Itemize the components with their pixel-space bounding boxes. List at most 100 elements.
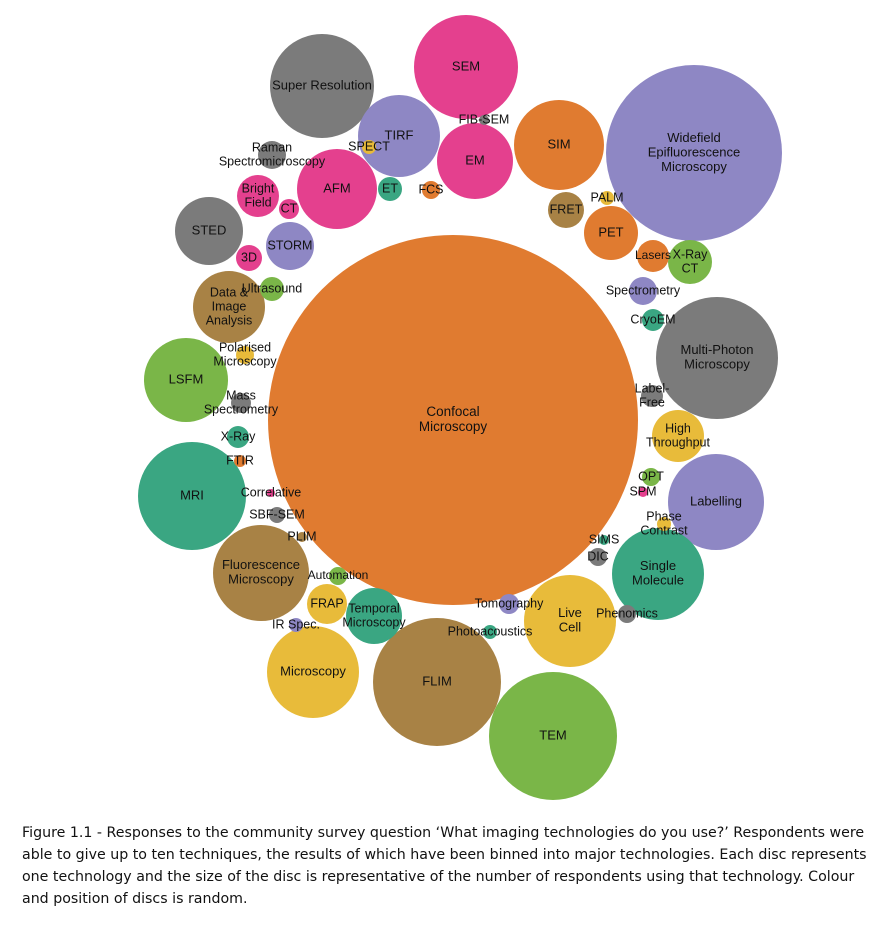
bubble-raman-spectromicroscopy [258,141,286,169]
bubble-ct [279,199,299,219]
bubble-spm [638,487,648,497]
bubble-polarised-microscopy [236,346,254,364]
bubble-label-spect: SPECT [348,139,390,153]
bubble-label-sbf-sem: SBF-SEM [249,507,305,521]
bubble-ir-spec [289,618,303,632]
bubble-label-lsfm: LSFM [169,371,204,386]
bubble-x-ray-ct [668,240,712,284]
bubble-label-flim: FLIM [422,673,452,688]
bubble-plim [297,532,307,542]
bubble-3d [236,245,262,271]
bubble-fluorescence-microscopy [213,525,309,621]
bubble-label-pet: PET [598,224,623,239]
bubble-lsfm [144,338,228,422]
bubble-confocal-microscopy [268,235,638,605]
bubble-tirf [358,95,440,177]
bubble-label-ir-spec: IR Spec. [272,617,320,631]
bubble-label-free [641,385,663,407]
bubble-label-plim: PLIM [287,529,316,543]
bubble-spect [362,140,376,154]
bubble-sbf-sem [269,507,285,523]
bubble-label-sim: SIM [547,136,570,151]
bubble-x-ray [227,426,249,448]
bubble-sem [414,15,518,119]
bubble-label-automation: Automation [308,568,369,582]
bubble-pet [584,206,638,260]
bubble-label-cryoem: CryoEM [630,312,675,326]
bubble-label-em: EM [465,152,485,167]
bubble-fret [548,192,584,228]
bubble-live-cell [524,575,616,667]
bubble-high-throughput [652,410,704,462]
bubble-label-spectrometry: Spectrometry [606,283,681,297]
bubble-frap [307,584,347,624]
bubble-temporal-microscopy [346,588,402,644]
bubble-automation [329,567,347,585]
bubble-tomography [499,594,519,614]
bubble-label-ftir: FTIR [226,453,254,467]
bubble-label-ct: CT [281,201,298,215]
bubble-label-super-resolution: Super Resolution [272,77,372,92]
bubble-label-spm: SPM [629,484,656,498]
bubble-sim [514,100,604,190]
bubble-opt [642,468,660,486]
bubble-et [378,177,402,201]
bubble-em [437,123,513,199]
bubble-label-dic: DIC [587,549,609,563]
bubble-fcs [422,181,440,199]
bubble-label-fret: FRET [550,202,583,216]
bubble-label-microscopy: Microscopy [280,663,346,678]
bubble-data-and-image-analysis [193,271,265,343]
bubble-label-labelling: Labelling [690,493,742,508]
bubble-dic [589,548,607,566]
bubble-label-sims: SIMS [589,532,620,546]
bubble-label-storm: STORM [268,238,313,252]
bubble-label-fib-sem: FIB-SEM [459,112,510,126]
bubble-flim [373,618,501,746]
bubble-fib-sem [479,115,489,125]
bubble-label-frap: FRAP [310,596,343,610]
bubble-label-label-free: Label-Free [635,381,670,409]
bubble-label-afm: AFM [323,180,350,195]
bubble-label-tem: TEM [539,727,566,742]
bubble-sims [599,535,609,545]
bubble-mri [138,442,246,550]
bubble-label-3d: 3D [241,250,257,264]
bubble-single-molecule [612,528,704,620]
bubble-correlative [267,489,275,497]
bubble-spectrometry [629,277,657,305]
bubble-label-sted: STED [192,222,227,237]
bubble-cryoem [642,309,664,331]
bubble-label-sem: SEM [452,58,480,73]
bubble-widefield-epifluorescence-microscopy [606,65,782,241]
figure-caption: Figure 1.1 - Responses to the community … [22,825,867,907]
bubble-label-palm: PALM [590,190,623,204]
bubble-sted [175,197,243,265]
bubble-palm [600,191,614,205]
bubble-label-photoacoustics: Photoacoustics [448,624,533,638]
bubble-label-x-ray: X-Ray [221,429,256,443]
bubble-multi-photon-microscopy [656,297,778,419]
bubble-label-tirf: TIRF [385,127,414,142]
bubble-label-mri: MRI [180,487,204,502]
bubble-photoacoustics [483,625,497,639]
bubble-phenomics [618,605,636,623]
bubble-label-ultrasound: Ultrasound [242,281,302,295]
bubble-phase-contrast [657,517,671,531]
bubble-microscopy [267,626,359,718]
bubble-label-opt: OPT [638,469,664,483]
